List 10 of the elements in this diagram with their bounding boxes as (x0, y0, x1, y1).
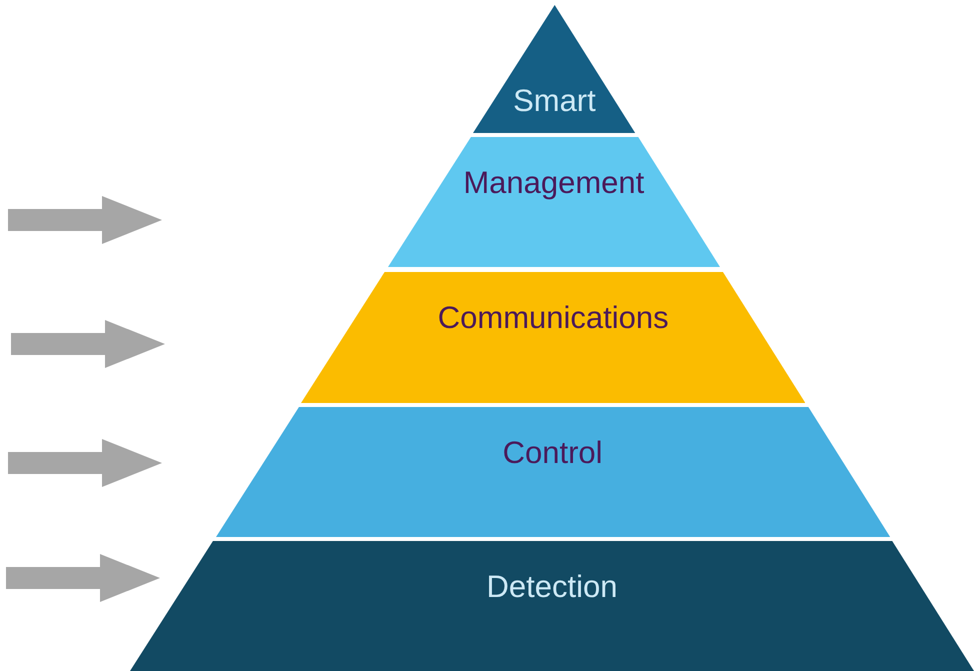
pyramid-layer (216, 407, 890, 537)
layer-label: Management (462, 165, 646, 201)
layer-label: Detection (486, 569, 618, 605)
pyramid-layer (388, 137, 720, 267)
pyramid-layer (301, 272, 806, 403)
layer-label: Control (502, 435, 604, 471)
layer-label: Smart (512, 83, 597, 119)
pyramid-layer (473, 5, 636, 133)
layer-label: Communications (436, 300, 670, 336)
pyramid-layer (130, 541, 974, 671)
